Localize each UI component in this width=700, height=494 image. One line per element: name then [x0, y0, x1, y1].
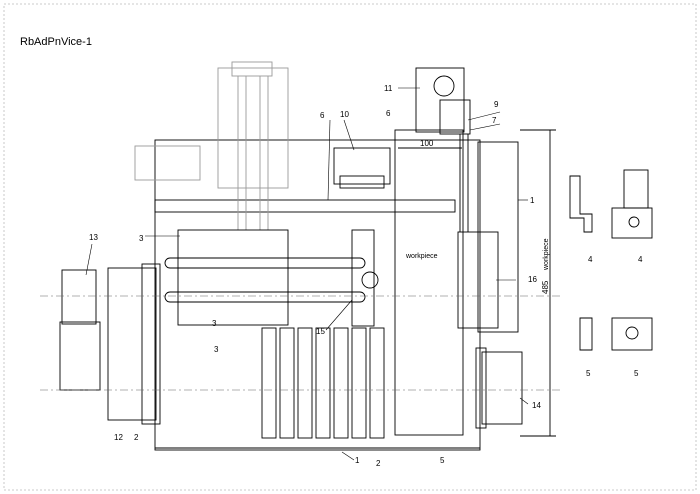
leader-lines — [86, 88, 528, 460]
callout-7: 7 — [492, 116, 497, 125]
base-plate — [155, 140, 480, 450]
dim-100: 100 — [420, 139, 434, 148]
guide-rail — [155, 200, 455, 212]
callout-14: 14 — [532, 401, 541, 410]
tooth-grid — [262, 328, 384, 438]
jaw-block-3 — [178, 230, 288, 325]
workpiece-text-h: workpiece — [405, 253, 438, 260]
callout-5-bottom: 5 — [440, 456, 445, 465]
detail-view-5 — [580, 318, 652, 350]
callout-5-b: 5 — [634, 369, 639, 378]
motor-14 — [482, 352, 522, 424]
callout-10: 10 — [340, 110, 349, 119]
callout-1-bottom: 1 — [355, 456, 360, 465]
detail-view-4 — [570, 170, 652, 238]
callout-11: 11 — [384, 84, 393, 93]
workpiece-text-v: workpiece — [543, 238, 550, 271]
callout-3-top: 3 — [139, 234, 144, 243]
callout-3-mid: 3 — [212, 319, 217, 328]
workpiece-block — [395, 130, 463, 435]
callout-6-top: 6 — [320, 111, 325, 120]
callout-4-a: 4 — [588, 255, 593, 264]
ghost-cylinder — [135, 62, 288, 230]
motor-10 — [334, 148, 390, 184]
callout-15: 15 — [316, 327, 325, 336]
clamp-15 — [352, 230, 374, 326]
callout-13: 13 — [89, 233, 98, 242]
callout-16: 16 — [528, 275, 537, 284]
callout-3-bottom: 3 — [214, 345, 219, 354]
vice-assembly — [40, 62, 652, 450]
motor-12 — [108, 268, 156, 420]
dim-485: 485 — [541, 280, 550, 294]
callout-4-b: 4 — [638, 255, 643, 264]
callout-2-bottom: 2 — [376, 459, 381, 468]
callout-6-side: 6 — [386, 109, 391, 118]
callout-1-top: 1 — [530, 196, 535, 205]
callout-12: 12 — [114, 433, 123, 442]
callout-9: 9 — [494, 100, 499, 109]
callout-2-left: 2 — [134, 433, 139, 442]
callout-5-a: 5 — [586, 369, 591, 378]
gearbox-13 — [62, 270, 96, 324]
